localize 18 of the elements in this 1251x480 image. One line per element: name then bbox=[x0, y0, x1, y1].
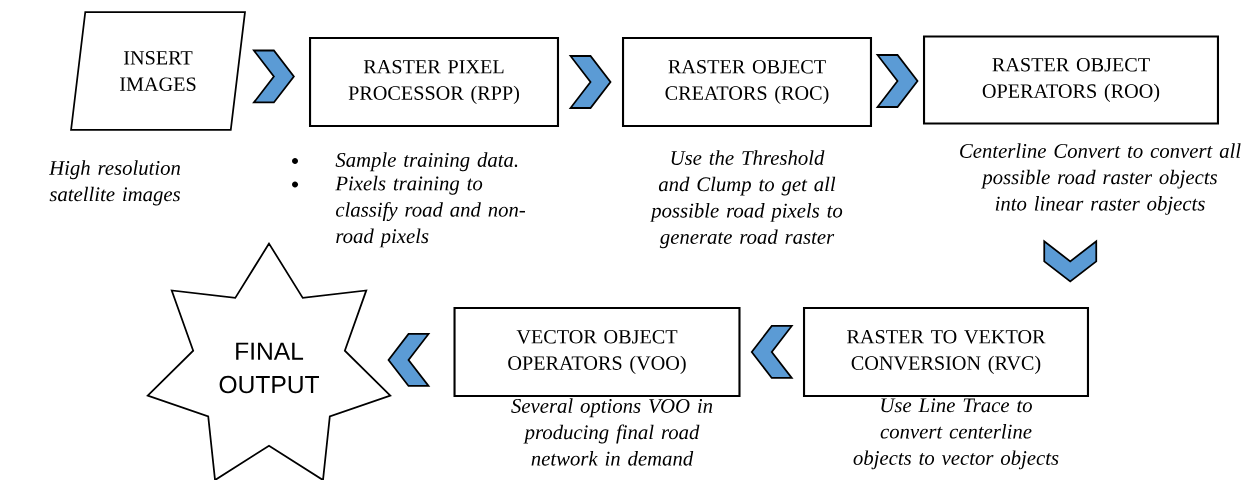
process-box: VECTOR OBJECT OPERATORS (VOO) bbox=[453, 306, 741, 398]
chevron-arrow bbox=[750, 325, 794, 379]
chevron-arrow bbox=[875, 54, 919, 108]
process-box: RASTER OBJECT OPERATORS (ROO) bbox=[922, 35, 1220, 125]
input-parallelogram: INSERT IMAGES bbox=[70, 11, 246, 131]
chevron-arrow bbox=[387, 333, 431, 387]
caption-text: Use the Threshold and Clump to get all possible road pixels to generate road raster bbox=[650, 150, 843, 249]
bullet-item: Sample training data. bbox=[335, 152, 518, 172]
caption-text: Several options VOO in producing final road network in demand bbox=[511, 398, 713, 466]
chevron-arrow bbox=[252, 49, 295, 104]
process-box: RASTER TO VEKTOR CONVERSION (RVC) bbox=[802, 306, 1090, 398]
caption-text: High resolution satellite images bbox=[48, 160, 181, 206]
chevron-arrow bbox=[568, 55, 612, 109]
caption-text: Centerline Convert to convert all possible road raster objects into linear raster objects bbox=[960, 143, 1241, 215]
caption-text: Use Line Trace to convert centerline objects to vector objects bbox=[853, 398, 1059, 470]
process-box: RASTER PIXEL PROCESSOR (RPP) bbox=[309, 36, 560, 128]
chevron-arrow bbox=[1043, 239, 1098, 283]
process-box: RASTER OBJECT CREATORS (ROC) bbox=[621, 36, 873, 128]
